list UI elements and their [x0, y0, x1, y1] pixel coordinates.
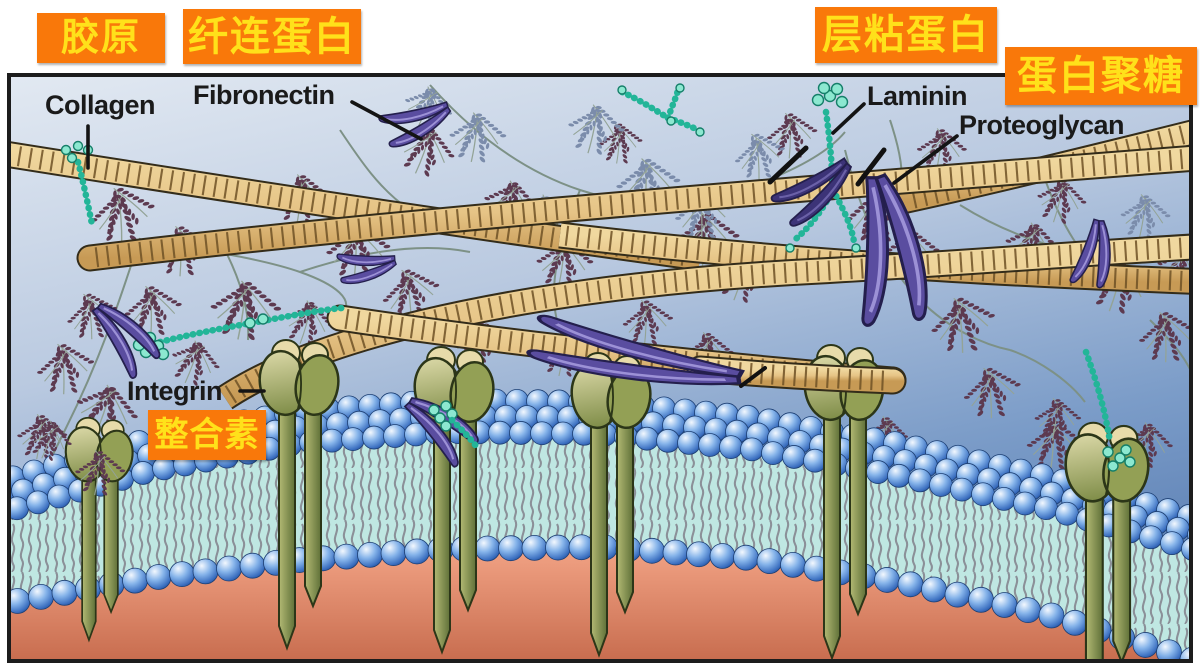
label-box-proteoglycan-zh: 蛋白聚糖 [1005, 47, 1197, 105]
label-integrin-en: Integrin [127, 376, 223, 406]
proteoglycan-zh-text: 蛋白聚糖 [1017, 54, 1185, 98]
foreground-matrix [28, 313, 1136, 498]
integrin [64, 416, 134, 643]
label-pointers [86, 100, 959, 393]
label-fibronectin-en: Fibronectin [193, 80, 335, 110]
label-collagen-en: Collagen [45, 90, 156, 120]
diagram-scene [9, 75, 1191, 661]
label-proteoglycan-en: Proteoglycan [959, 110, 1125, 140]
fibronectin-zh-text: 纤连蛋白 [188, 14, 356, 59]
label-box-fibronectin-zh: 纤连蛋白 [183, 9, 361, 64]
label-laminin-en: Laminin [867, 81, 968, 111]
figure-frame [7, 73, 1193, 663]
label-box-collagen-zh: 胶原 [37, 13, 165, 63]
integrin [413, 346, 495, 655]
fibronectin-molecules [78, 86, 1122, 382]
integrin [258, 339, 340, 651]
integrin-zh-text: 整合素 [154, 416, 260, 454]
label-box-laminin-zh: 层粘蛋白 [815, 7, 997, 63]
laminin-zh-text: 层粘蛋白 [822, 13, 990, 57]
collagen-zh-text: 胶原 [60, 17, 141, 59]
label-box-integrin-zh: 整合素 [148, 410, 266, 460]
